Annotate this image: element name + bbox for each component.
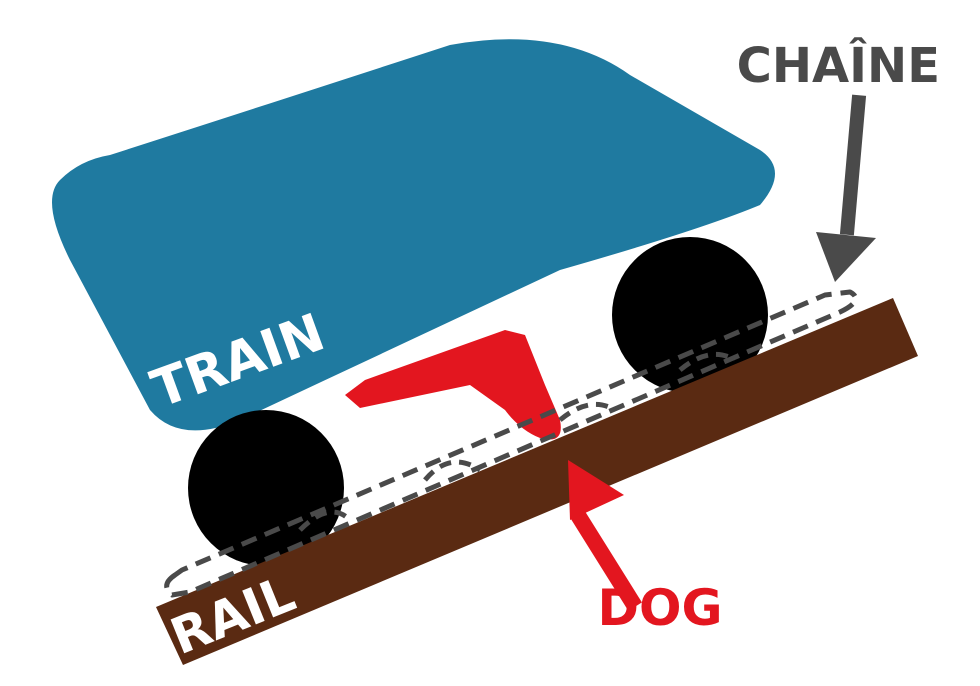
rail-beam bbox=[156, 298, 918, 665]
chain-link bbox=[298, 509, 352, 532]
chain-label: CHAÎNE bbox=[737, 37, 940, 94]
chain-links bbox=[298, 351, 737, 532]
chain-link bbox=[678, 351, 737, 372]
dog-arrow bbox=[568, 460, 642, 611]
train-body bbox=[52, 39, 775, 431]
dog-label: DOG bbox=[597, 579, 722, 637]
train-wheel-rear bbox=[612, 237, 768, 393]
dog-hook bbox=[345, 330, 561, 440]
chain-link bbox=[423, 459, 482, 482]
chain-path bbox=[164, 289, 859, 598]
chain-link bbox=[558, 401, 617, 422]
chain-arrow bbox=[816, 94, 876, 282]
